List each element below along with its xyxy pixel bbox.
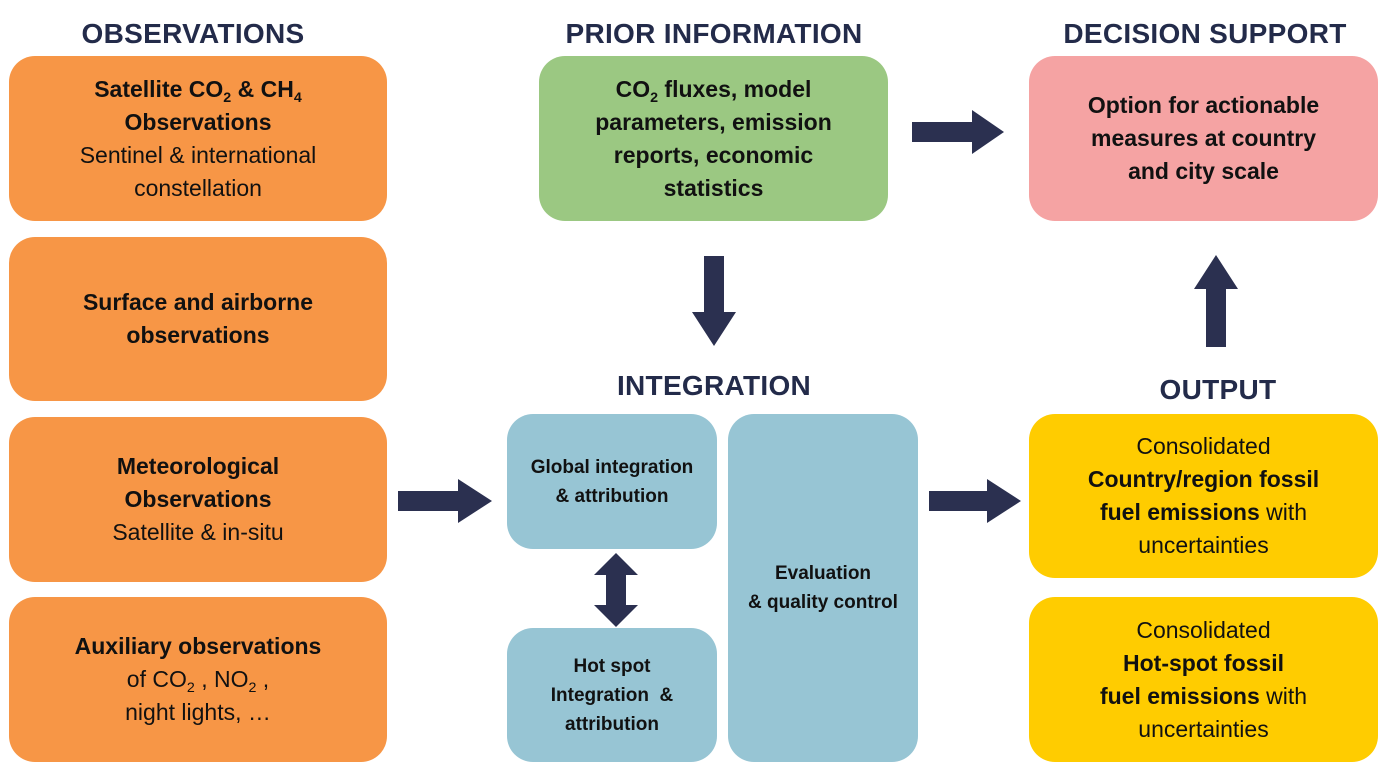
output-heading: OUTPUT [1159,374,1277,405]
satellite-observations-box: Satellite CO2 & CH4 Observations Sentine… [9,56,387,221]
arrow-prior-to-integration [692,256,736,346]
decision-support-heading: DECISION SUPPORT [1063,18,1347,49]
hotspot-integration-line1: Hot spot [573,655,651,677]
auxiliary-detail-2: night lights, … [125,699,271,725]
country-output-line4: uncertainties [1138,532,1269,558]
satellite-detail-1: Sentinel & international [79,141,317,168]
hotspot-output-box: Consolidated Hot-spot fossil fuel emissi… [1029,597,1378,762]
decision-line2: measures at country [1091,125,1316,151]
observations-heading: OBSERVATIONS [81,18,305,49]
global-line2: & attribution [555,485,669,507]
decision-support-box: Option for actionable measures at countr… [1029,56,1378,221]
prior-information-box: CO2 fluxes, model parameters, emission r… [539,56,888,221]
meteorological-title-line1: Meteorological [116,453,280,479]
decision-line3: and city scale [1128,158,1279,184]
auxiliary-observations-box: Auxiliary observations of CO2 , NO2 , ni… [9,597,387,762]
hotspot-output-line2: Hot-spot fossil [1123,649,1284,676]
satellite-subtitle: Observations [124,108,272,135]
arrow-global-hotspot-bidirectional [594,553,638,627]
meteorological-observations-box: Meteorological Observations Satellite & … [9,417,387,582]
arrow-output-to-decision [1194,255,1238,347]
meteorological-detail: Satellite & in-situ [112,519,284,545]
prior-line4: statistics [663,174,764,201]
prior-line2: parameters, emission [595,108,832,135]
hotspot-output-line4: uncertainties [1138,715,1269,742]
country-output-line1: Consolidated [1136,433,1271,459]
surface-title-line2: observations [126,322,270,348]
prior-information-heading: PRIOR INFORMATION [565,18,863,49]
evaluation-quality-box: Evaluation & quality control [728,414,918,762]
hotspot-integration-line2: Integration & [550,684,674,706]
satellite-detail-2: constellation [134,174,262,201]
arrow-integration-to-output [929,479,1021,523]
evaluation-line2: & quality control [748,592,898,613]
prior-line3: reports, economic [613,141,814,168]
arrow-prior-to-decision [912,110,1004,154]
decision-line1: Option for actionable [1087,92,1320,118]
global-integration-box: Global integration & attribution [507,414,717,549]
evaluation-line1: Evaluation [774,563,872,584]
satellite-title-line: Satellite CO2 & CH4 [94,75,302,106]
country-output-line3: fuel emissions with [1099,499,1308,525]
surface-title-line1: Surface and airborne [82,289,314,315]
global-line1: Global integration [530,456,694,478]
auxiliary-title: Auxiliary observations [74,633,322,659]
hotspot-output-line1: Consolidated [1136,616,1271,643]
country-output-line2: Country/region fossil [1087,466,1320,492]
meteorological-title-line2: Observations [124,486,272,512]
arrow-observations-to-integration [398,479,492,523]
prior-line1: CO2 fluxes, model [615,75,812,106]
hotspot-integration-box: Hot spot Integration & attribution [507,628,717,762]
auxiliary-detail-1: of CO2 , NO2 , [126,666,270,696]
hotspot-integration-line3: attribution [565,713,659,735]
hotspot-output-line3: fuel emissions with [1099,682,1308,709]
country-output-box: Consolidated Country/region fossil fuel … [1029,414,1378,578]
integration-heading: INTEGRATION [616,370,812,401]
surface-airborne-box: Surface and airborne observations [9,237,387,401]
